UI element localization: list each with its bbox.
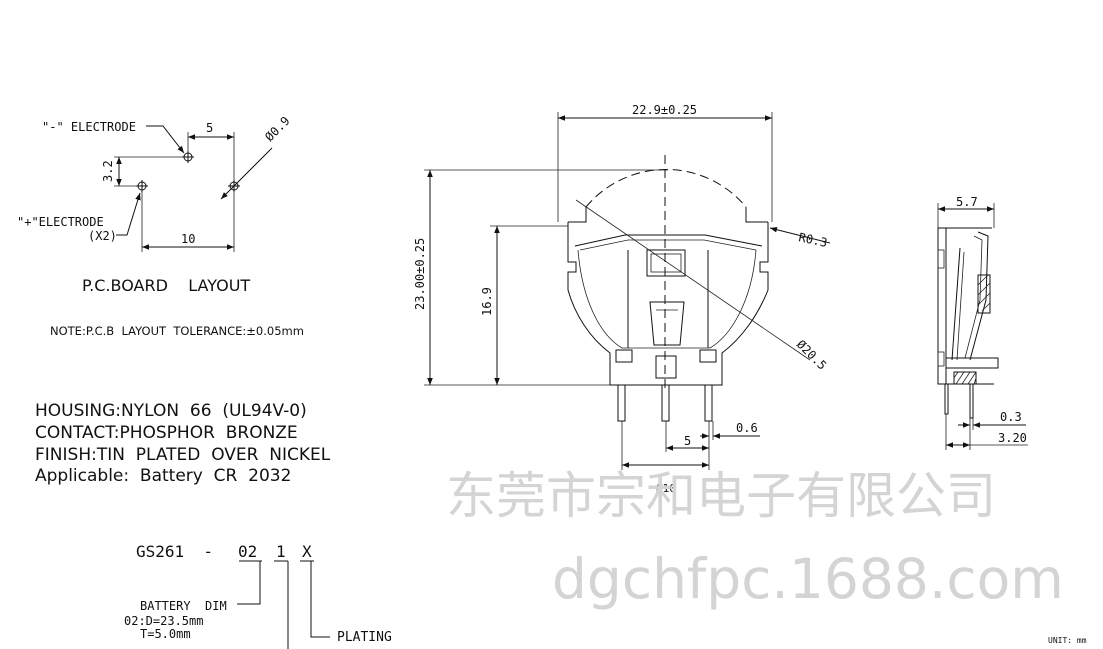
part-option-2: X	[302, 542, 312, 561]
unit-label: UNIT: mm	[1048, 636, 1087, 645]
spec-list: HOUSING:NYLON 66 (UL94V-0) CONTACT:PHOSP…	[35, 401, 331, 486]
hole-diameter-label: Ø0.9	[262, 114, 292, 144]
pos-electrode-count: (X2)	[88, 229, 117, 243]
dim-pin-span: Ø10	[656, 482, 676, 495]
dim-10-label: 10	[181, 232, 195, 246]
pin-center	[661, 384, 670, 422]
dim-diameter: Ø20.5	[794, 337, 829, 372]
pcb-layout-title: P.C.BOARD LAYOUT	[82, 276, 250, 295]
side-view: 5.7	[937, 195, 1028, 450]
pcb-layout: "-" ELECTRODE "+"ELECTRODE (X2) 5 3.2 10…	[17, 114, 304, 338]
dim-5-label: 5	[206, 121, 213, 135]
watermark-company: 东莞市宗和电子有限公司	[446, 467, 996, 525]
pin-left	[617, 384, 626, 422]
side-pin-left	[944, 383, 949, 415]
center-contact	[646, 249, 686, 277]
dim-pin-position: 3.20	[998, 431, 1027, 445]
part-number-block: GS261 - 02 1 X BATTERY DIM 02:D=23.5mm T…	[124, 542, 392, 649]
pcb-tolerance-note: NOTE:P.C.B LAYOUT TOLERANCE:±0.05mm	[50, 324, 304, 338]
front-view: 22.9±0.25 23.00±0.25 16.9 R0.3 Ø20.5 0.6…	[413, 103, 831, 495]
battery-outline-dashed	[585, 168, 747, 208]
hole-neg	[182, 151, 194, 163]
battery-dim-label: BATTERY DIM	[140, 599, 227, 613]
side-pin-right	[969, 383, 974, 419]
part-option-1: 1	[276, 542, 286, 561]
part-prefix: GS261 -	[136, 542, 213, 561]
dim-height: 23.00±0.25	[413, 238, 427, 310]
pin-right	[704, 384, 713, 422]
dim-pin-thickness: 0.3	[1000, 410, 1022, 424]
dim-3-2-label: 3.2	[101, 160, 115, 182]
spec-finish: FINISH:TIN PLATED OVER NICKEL	[35, 445, 331, 465]
spec-applicable: Applicable: Battery CR 2032	[35, 466, 291, 486]
hole-pos-left	[136, 180, 148, 192]
spec-housing: HOUSING:NYLON 66 (UL94V-0)	[35, 401, 307, 421]
dim-radius: R0.3	[797, 230, 828, 250]
neg-electrode-label: "-" ELECTRODE	[42, 120, 136, 134]
battery-dim-t: T=5.0mm	[140, 627, 191, 641]
dim-pin-pitch: 5	[684, 434, 691, 448]
part-code: 02	[238, 542, 257, 561]
dim-inner-height: 16.9	[480, 287, 494, 316]
battery-dim-d: 02:D=23.5mm	[124, 614, 203, 628]
pos-electrode-label: "+"ELECTRODE	[17, 215, 104, 229]
dim-pin-offset: 0.6	[736, 421, 758, 435]
watermark-site: dgchfpc.1688.com	[552, 547, 1064, 611]
watermark: 东莞市宗和电子有限公司 dgchfpc.1688.com	[446, 467, 1064, 611]
plating-label: PLATING	[337, 630, 392, 645]
side-body	[937, 227, 947, 385]
dim-width: 22.9±0.25	[632, 103, 697, 117]
spec-contact: CONTACT:PHOSPHOR BRONZE	[35, 423, 298, 443]
dim-side-width: 5.7	[956, 195, 978, 209]
